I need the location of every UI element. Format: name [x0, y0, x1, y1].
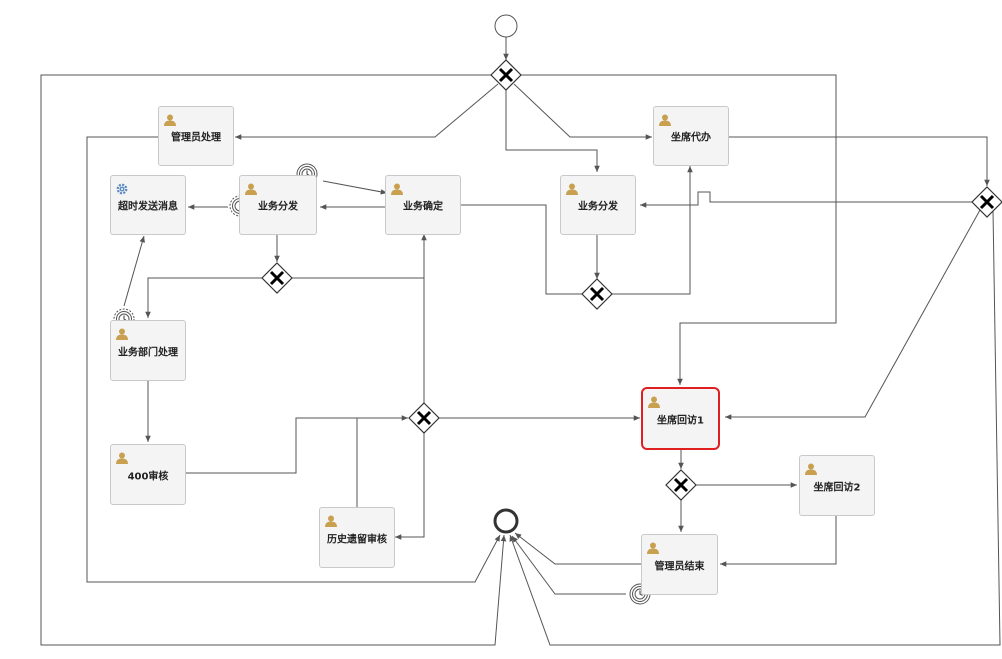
user-icon [325, 512, 337, 527]
task-audit-400[interactable]: 400审核 [110, 444, 186, 505]
exclusive-gateway [408, 402, 440, 434]
task-label: 超时发送消息 [118, 201, 178, 213]
user-icon [647, 539, 659, 554]
task-timeout-msg[interactable]: 超时发送消息 [110, 175, 186, 235]
flow [322, 180, 388, 195]
flow [235, 83, 499, 140]
flow [186, 415, 408, 474]
flow [123, 235, 145, 307]
sequence-flows [40, 37, 1001, 646]
start-event [494, 14, 518, 38]
user-icon [245, 180, 257, 195]
exclusive-gateway [490, 59, 522, 91]
task-label: 400审核 [127, 471, 169, 482]
end-event [493, 508, 519, 534]
task-label: 业务确定 [403, 201, 443, 213]
task-biz-confirm[interactable]: 业务确定 [385, 175, 461, 235]
flow [395, 433, 425, 540]
flow [520, 74, 837, 385]
flow [505, 90, 600, 172]
task-admin-end[interactable]: 管理员结束 [641, 534, 718, 595]
task-admin-handle[interactable]: 管理员处理 [158, 106, 234, 166]
task-label: 坐席回访2 [813, 482, 861, 493]
task-label: 管理员处理 [171, 132, 221, 144]
flow [513, 83, 652, 140]
task-label: 坐席回访1 [657, 415, 704, 426]
task-label: 业务分发 [578, 201, 618, 213]
task-history-audit[interactable]: 历史遗留审核 [319, 507, 395, 568]
flow [145, 277, 262, 318]
flow [40, 74, 507, 646]
user-icon [648, 393, 660, 408]
flow [729, 136, 990, 186]
flow [725, 209, 981, 420]
flow [509, 209, 1001, 646]
task-biz-dispatch-2[interactable]: 业务分发 [560, 175, 636, 235]
user-icon [659, 111, 671, 126]
task-agent-visit-2[interactable]: 坐席回访2 [799, 455, 875, 516]
user-icon [116, 449, 128, 464]
flow [612, 166, 693, 295]
user-icon [164, 111, 176, 126]
task-label: 管理员结束 [654, 561, 705, 572]
user-icon [391, 180, 403, 195]
flow [514, 532, 641, 565]
user-icon [566, 180, 578, 195]
exclusive-gateway [665, 469, 697, 501]
task-biz-dispatch-1[interactable]: 业务分发 [239, 175, 317, 235]
task-agent-proxy[interactable]: 坐席代办 [653, 106, 729, 166]
task-label: 业务分发 [258, 201, 298, 213]
exclusive-gateway [581, 278, 613, 310]
flow [86, 136, 501, 583]
task-label: 坐席代办 [671, 132, 711, 144]
exclusive-gateway [261, 262, 293, 294]
exclusive-gateway [971, 186, 1002, 218]
flow [511, 535, 626, 595]
flow [640, 191, 973, 208]
gateways [261, 59, 1002, 501]
user-icon [805, 460, 817, 475]
flow [720, 516, 837, 567]
task-dept-handle[interactable]: 业务部门处理 [110, 320, 186, 381]
task-agent-visit-1[interactable]: 坐席回访1 [641, 387, 720, 450]
task-label: 历史遗留审核 [327, 534, 387, 545]
gear-icon [116, 180, 128, 195]
task-label: 业务部门处理 [118, 347, 178, 358]
user-icon [116, 325, 128, 340]
